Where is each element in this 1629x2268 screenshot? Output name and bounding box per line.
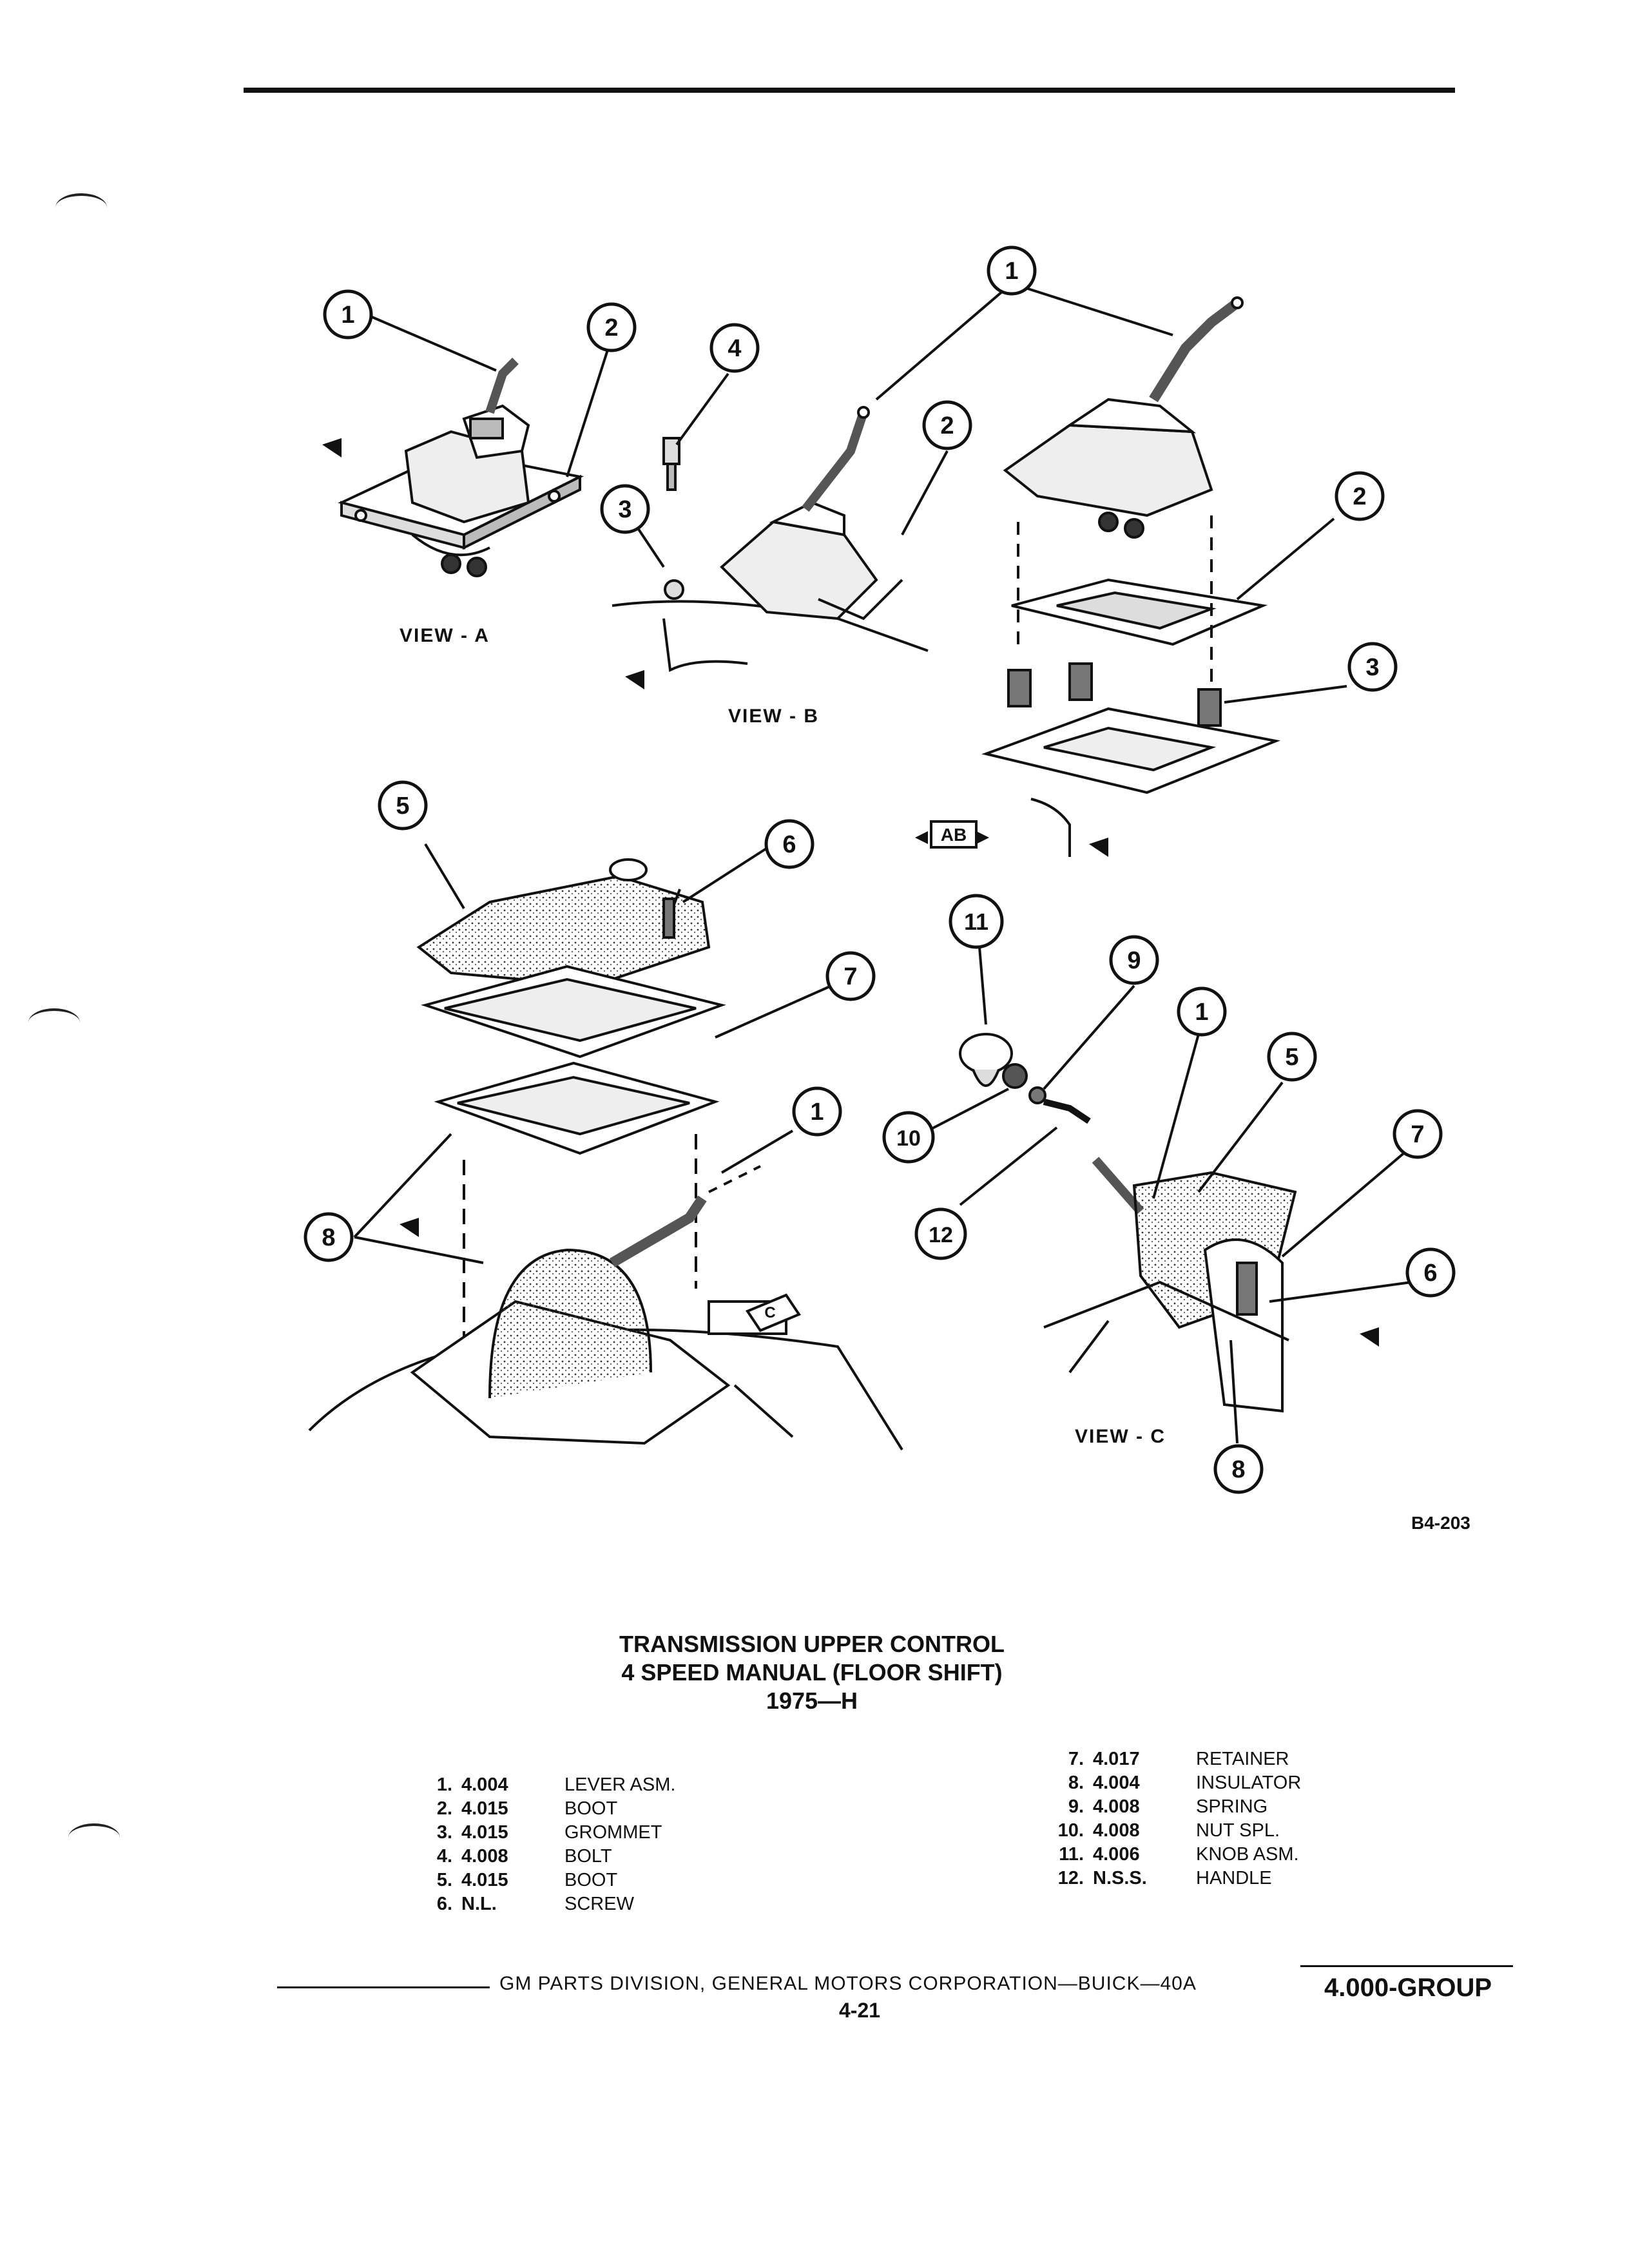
svg-text:7: 7 xyxy=(843,963,857,990)
callout-4: 4 xyxy=(709,323,760,373)
c-arrow-text: C xyxy=(764,1304,775,1321)
footer-rule-right xyxy=(1300,1965,1513,1967)
svg-text:7: 7 xyxy=(1411,1121,1424,1148)
svg-text:3: 3 xyxy=(1365,654,1379,681)
view-a-shifter xyxy=(338,358,584,577)
margin-mark xyxy=(28,1008,80,1037)
svg-text:11: 11 xyxy=(964,908,988,935)
title-line-1: TRANSMISSION UPPER CONTROL xyxy=(619,1631,1005,1657)
figure-title: TRANSMISSION UPPER CONTROL 4 SPEED MANUA… xyxy=(490,1630,1134,1715)
margin-mark xyxy=(55,193,107,222)
view-c-arrow xyxy=(1360,1327,1379,1347)
callout-6: 6 xyxy=(764,819,815,869)
svg-text:2: 2 xyxy=(1353,483,1366,510)
leader-lines xyxy=(353,282,1412,1444)
exploded-shifter xyxy=(981,296,1281,857)
svg-text:5: 5 xyxy=(396,793,409,820)
figure-code: B4-203 xyxy=(1411,1513,1470,1533)
callout-5: 5 xyxy=(1267,1032,1317,1082)
margin-mark xyxy=(68,1823,120,1852)
svg-text:12: 12 xyxy=(929,1223,953,1247)
svg-text:10: 10 xyxy=(896,1126,921,1151)
svg-text:6: 6 xyxy=(1423,1260,1437,1287)
callout-8: 8 xyxy=(304,1212,354,1262)
callout-9: 9 xyxy=(1109,935,1159,985)
callout-10: 10 xyxy=(882,1111,935,1164)
boot-arrow xyxy=(400,1218,419,1237)
svg-text:3: 3 xyxy=(618,496,631,523)
svg-text:1: 1 xyxy=(0,0,1,1)
svg-text:9: 9 xyxy=(1127,947,1141,974)
callout-7: 7 xyxy=(825,951,876,1001)
part-row: 12.N.S.S.HANDLE xyxy=(1057,1868,1272,1888)
view-a-arrow xyxy=(322,438,342,457)
group-label: 4.000-GROUP xyxy=(1324,1974,1492,2002)
svg-text:8: 8 xyxy=(1231,1456,1245,1483)
callouts: 1 2 4 3 1 2 1 2 3 5 6 7 1 8 11 9 1 5 10 … xyxy=(0,0,1456,1494)
view-b-shifter xyxy=(612,406,929,673)
exploded-arrow xyxy=(1089,838,1108,857)
view-b-arrow xyxy=(625,670,644,689)
page-number: 4-21 xyxy=(839,1999,881,2022)
callout-1: 1 xyxy=(323,289,373,340)
callout-8: 8 xyxy=(1213,1444,1264,1494)
boot-assembly: C xyxy=(308,858,903,1451)
exploded-parts-diagram: AB C xyxy=(0,0,1456,1494)
ab-tag: AB xyxy=(915,820,989,849)
callout-1: 1 xyxy=(0,0,1,1)
view-a-label: VIEW - A xyxy=(400,625,490,646)
callout-1: 1 xyxy=(792,1086,842,1137)
title-line-2: 4 SPEED MANUAL (FLOOR SHIFT) xyxy=(621,1659,1003,1686)
callout-3: 3 xyxy=(1347,642,1398,692)
footer-rule-left xyxy=(277,1986,490,1988)
svg-text:8: 8 xyxy=(322,1224,335,1251)
view-c-shifter xyxy=(959,1033,1297,1413)
svg-text:5: 5 xyxy=(1285,1044,1298,1071)
svg-text:1: 1 xyxy=(810,1099,824,1126)
footer-text: GM PARTS DIVISION, GENERAL MOTORS CORPOR… xyxy=(499,1973,1197,1994)
svg-text:1: 1 xyxy=(341,302,354,329)
svg-text:2: 2 xyxy=(604,314,618,341)
ab-tag-text: AB xyxy=(941,825,967,845)
title-line-3: 1975—H xyxy=(766,1687,858,1714)
svg-text:4: 4 xyxy=(728,335,741,362)
top-rule xyxy=(244,88,1455,93)
callout-6: 6 xyxy=(1405,1247,1456,1298)
callout-12: 12 xyxy=(914,1207,967,1260)
callout-7: 7 xyxy=(1393,1109,1443,1159)
view-c-label: VIEW - C xyxy=(1075,1426,1166,1447)
view-b-label: VIEW - B xyxy=(728,706,819,727)
svg-text:1: 1 xyxy=(1005,258,1018,285)
svg-text:1: 1 xyxy=(1195,999,1208,1026)
callout-3: 3 xyxy=(600,484,650,534)
svg-text:2: 2 xyxy=(940,412,954,439)
callout-5: 5 xyxy=(378,780,428,831)
callout-2: 2 xyxy=(922,400,972,450)
callout-1: 1 xyxy=(987,245,1037,296)
callout-1: 1 xyxy=(1177,986,1227,1037)
svg-text:6: 6 xyxy=(782,831,796,858)
callout-2: 2 xyxy=(1335,471,1385,521)
part-row: 6.N.L.SCREW xyxy=(436,1894,634,1914)
callout-2: 2 xyxy=(586,302,637,352)
callout-11: 11 xyxy=(949,894,1004,949)
